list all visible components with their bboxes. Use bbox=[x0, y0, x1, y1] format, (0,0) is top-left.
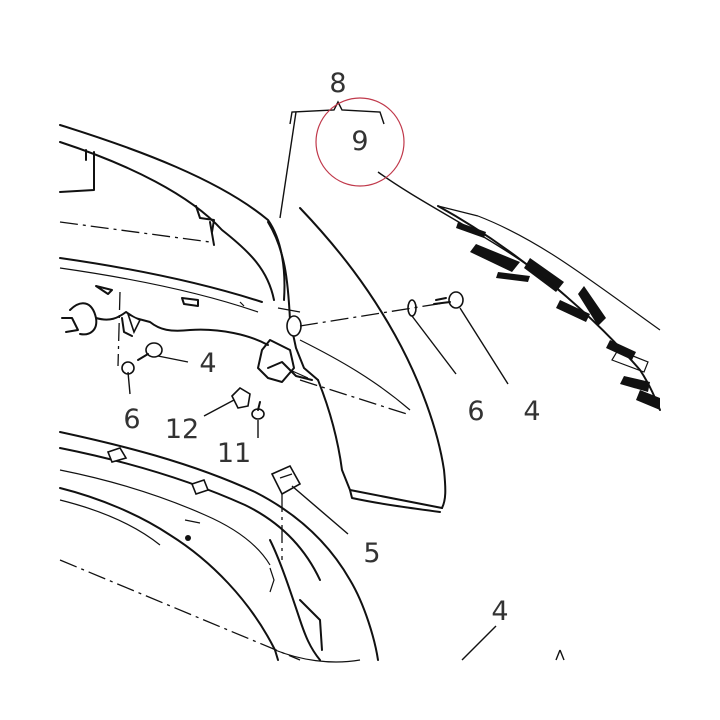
callout-11: 11 bbox=[217, 438, 251, 469]
callout-4-bottom: 4 bbox=[491, 596, 508, 627]
group-bracket-8 bbox=[289, 100, 385, 125]
side-garnish-panel bbox=[257, 207, 447, 513]
push-pin-fastener-icon-left bbox=[137, 342, 163, 361]
j-nut-clip-icon bbox=[231, 386, 251, 409]
callout-12: 12 bbox=[165, 414, 199, 445]
assembly-line-upper bbox=[59, 221, 211, 243]
assembly-line-panel bbox=[299, 301, 451, 327]
stinger-decal-icon bbox=[437, 205, 661, 411]
highlight-circle bbox=[315, 97, 405, 187]
assembly-line-panel-edge bbox=[299, 379, 411, 416]
push-pin-fastener-icon-upper-right bbox=[433, 291, 464, 309]
mounting-bracket bbox=[61, 285, 269, 346]
callout-5: 5 bbox=[363, 538, 380, 569]
leader-lines bbox=[127, 111, 571, 661]
callout-4-left: 4 bbox=[199, 348, 216, 379]
assembly-line-left bbox=[117, 291, 121, 367]
front-fascia bbox=[59, 124, 379, 663]
callout-6-left: 6 bbox=[123, 404, 140, 435]
callout-9: 9 bbox=[351, 126, 368, 157]
callout-6-right: 6 bbox=[467, 396, 484, 427]
assembly-line-lower bbox=[59, 559, 301, 661]
callout-8: 8 bbox=[329, 68, 346, 99]
screw-icon-11 bbox=[251, 401, 265, 420]
callout-4-right: 4 bbox=[523, 396, 540, 427]
